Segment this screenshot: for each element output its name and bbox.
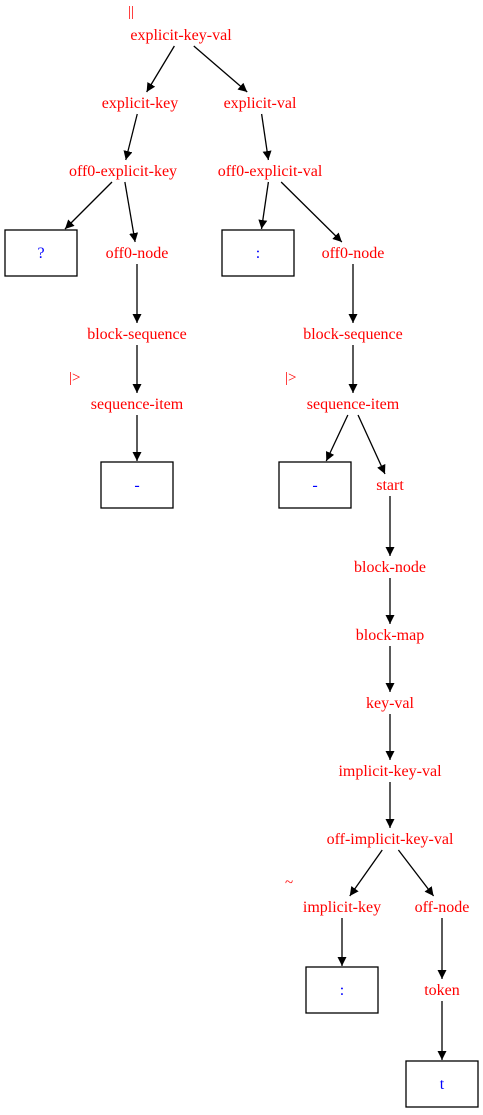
node-label: block-sequence — [87, 326, 187, 343]
edge-n_oikv-to-n_offn — [397, 849, 435, 897]
edge-n_oikv-to-n_ik — [349, 849, 383, 897]
edge-n_ek-to-n_oek — [123, 113, 138, 161]
node-label: block-node — [354, 559, 426, 576]
node-marker: |> — [69, 370, 80, 386]
node-label: off0-node — [322, 245, 385, 262]
node-label: - — [134, 477, 139, 494]
rule-node-n_bn: block-node — [354, 559, 426, 576]
rule-node-n_oek: off0-explicit-key — [69, 163, 177, 180]
edge-n_oek-to-n_on1 — [124, 181, 139, 243]
node-label: explicit-val — [224, 95, 297, 112]
node-label: off0-explicit-key — [69, 163, 177, 180]
node-label: off-node — [415, 899, 470, 916]
token-box — [405, 1060, 479, 1108]
node-label: : — [256, 245, 260, 262]
rule-node-n_si2: sequence-item |> — [285, 370, 400, 413]
rule-node-n_on2: off0-node — [322, 245, 385, 262]
rule-node-n_root: explicit-key-val || — [128, 4, 232, 44]
rule-node-n_si1: sequence-item |> — [69, 370, 184, 413]
rule-node-n_bs1: block-sequence — [87, 326, 187, 343]
edge-n_oek-to-n_q — [64, 181, 113, 230]
rule-node-n_bs2: block-sequence — [303, 326, 403, 343]
rule-node-n_start: start — [376, 477, 404, 494]
node-label: key-val — [366, 695, 415, 712]
token-node-n_t: t — [405, 1060, 479, 1108]
token-node-n_dash2: - — [278, 461, 352, 509]
node-label: off0-explicit-val — [218, 163, 323, 180]
token-node-n_colon2: : — [305, 966, 379, 1014]
token-box — [4, 229, 78, 277]
token-node-n_colon1: : — [221, 229, 295, 277]
token-node-n_q: ? — [4, 229, 78, 277]
node-label: block-sequence — [303, 326, 403, 343]
token-box — [100, 461, 174, 509]
edge-n_root-to-n_ek — [146, 45, 175, 93]
nodes-layer: explicit-key-val || explicit-key explicit-v… — [4, 4, 479, 1108]
rule-node-n_token: token — [424, 982, 460, 999]
rule-node-n_on1: off0-node — [106, 245, 169, 262]
node-marker: || — [128, 4, 134, 20]
node-label: off-implicit-key-val — [327, 831, 454, 848]
rule-node-n_bm: block-map — [356, 627, 424, 644]
token-node-n_dash1: - — [100, 461, 174, 509]
rule-node-n_oikv: off-implicit-key-val — [327, 831, 454, 848]
edge-n_oev-to-n_on2 — [280, 181, 343, 243]
rule-node-n_ek: explicit-key — [102, 95, 178, 112]
node-label: explicit-key-val — [130, 27, 232, 44]
rule-node-n_kv: key-val — [366, 695, 415, 712]
edges-layer — [64, 45, 447, 1060]
node-label: : — [340, 982, 344, 999]
rule-node-n_ik: implicit-key ~ — [285, 875, 381, 916]
node-label: sequence-item — [91, 396, 184, 413]
token-box — [221, 229, 295, 277]
node-label: off0-node — [106, 245, 169, 262]
node-label: - — [312, 477, 317, 494]
node-marker: |> — [285, 370, 296, 386]
edge-n_si2-to-n_start — [357, 414, 386, 475]
edge-n_ev-to-n_oev — [260, 113, 272, 161]
node-label: explicit-key — [102, 95, 178, 112]
edge-n_si2-to-n_dash2 — [325, 414, 349, 462]
token-box — [278, 461, 352, 509]
node-label: start — [376, 477, 404, 494]
rule-node-n_offn: off-node — [415, 899, 470, 916]
edge-n_oev-to-n_colon1 — [258, 181, 270, 230]
edge-n_root-to-n_ev — [193, 45, 248, 93]
rule-node-n_ev: explicit-val — [224, 95, 297, 112]
node-label: block-map — [356, 627, 424, 644]
node-label: ? — [37, 245, 44, 262]
rule-node-n_oev: off0-explicit-val — [218, 163, 323, 180]
node-label: t — [440, 1076, 445, 1093]
node-label: implicit-key-val — [338, 763, 442, 780]
node-label: implicit-key — [303, 899, 381, 916]
token-box — [305, 966, 379, 1014]
node-marker: ~ — [285, 875, 293, 891]
rule-node-n_ikv: implicit-key-val — [338, 763, 442, 780]
node-label: sequence-item — [307, 396, 400, 413]
node-label: token — [424, 982, 460, 999]
